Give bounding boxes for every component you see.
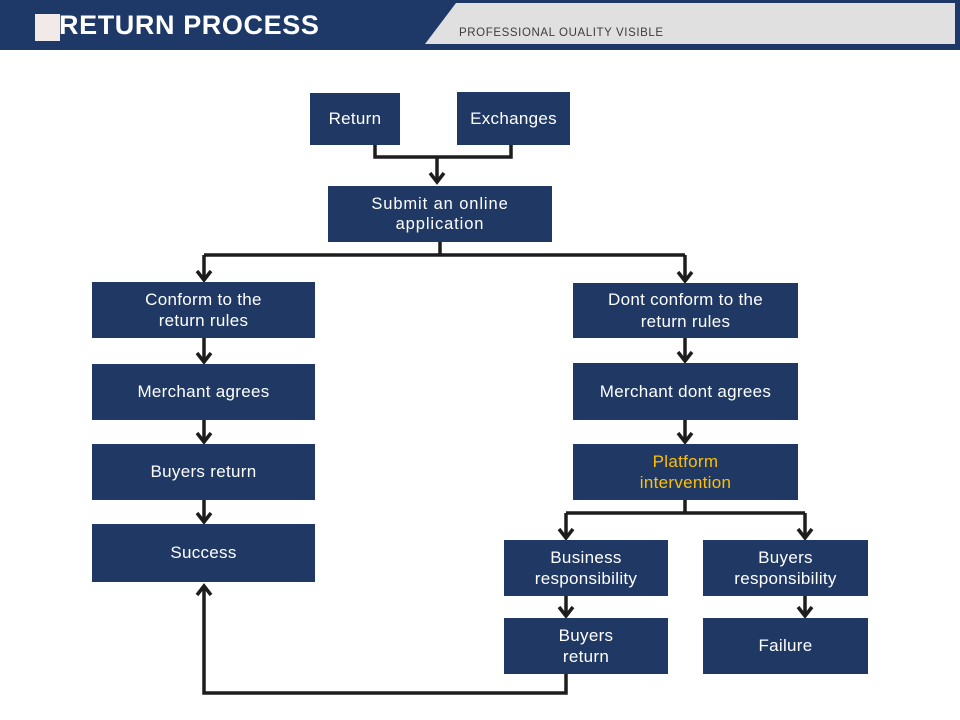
- node-dont-conform-rules: Dont conform to the return rules: [573, 283, 798, 338]
- edge-business-buyersreturn2: [557, 596, 575, 619]
- node-merchant-agrees: Merchant agrees: [92, 364, 315, 420]
- edge-submit-split: [195, 242, 694, 284]
- edge-dontconform-merchantdont: [676, 338, 694, 364]
- node-exchanges: Exchanges: [457, 92, 570, 145]
- node-success: Success: [92, 524, 315, 582]
- accent-square: [35, 14, 60, 41]
- node-conform-rules: Conform to the return rules: [92, 282, 315, 338]
- edge-return-exchanges-merge: [373, 145, 513, 185]
- flow-connectors: [195, 145, 814, 695]
- node-business-responsibility: Business responsibility: [504, 540, 668, 596]
- node-buyers-return-2: Buyers return: [504, 618, 668, 674]
- edge-buyersreturn2-success-loop: [195, 583, 568, 695]
- slide-title: RETURN PROCESS: [59, 9, 320, 40]
- slide-subtitle: PROFESSIONAL OUALITY VISIBLE: [459, 27, 664, 39]
- edge-merchantdont-platform: [676, 420, 694, 445]
- node-return: Return: [310, 93, 400, 145]
- edge-buyersresp-failure: [796, 596, 814, 619]
- node-buyers-return: Buyers return: [92, 444, 315, 500]
- node-merchant-dont-agrees: Merchant dont agrees: [573, 363, 798, 420]
- header-tab: PROFESSIONAL OUALITY VISIBLE: [425, 3, 955, 44]
- edge-platform-split: [557, 500, 814, 541]
- header-bar: RETURN PROCESS PROFESSIONAL OUALITY VISI…: [0, 0, 960, 50]
- edge-conform-merchant: [195, 338, 213, 365]
- node-failure: Failure: [703, 618, 868, 674]
- node-buyers-responsibility: Buyers responsibility: [703, 540, 868, 596]
- edge-merchant-buyersreturn: [195, 420, 213, 445]
- flowchart-canvas: Return Exchanges Submit an online applic…: [0, 50, 960, 720]
- node-platform-intervention: Platform intervention: [573, 444, 798, 500]
- edge-buyersreturn-success: [195, 500, 213, 525]
- node-submit-application: Submit an online application: [328, 186, 552, 242]
